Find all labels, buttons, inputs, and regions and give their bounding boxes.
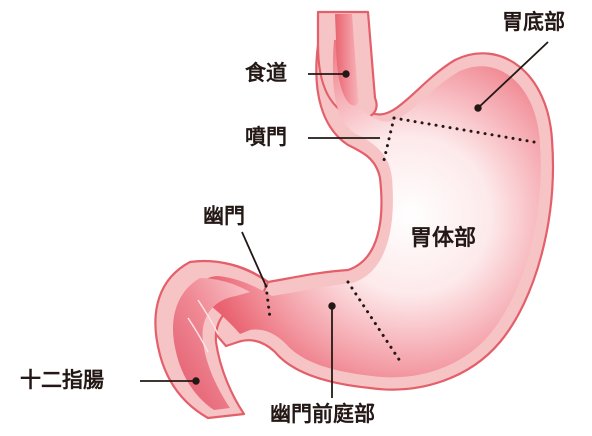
label-pylorus: 幽門 bbox=[203, 206, 245, 227]
label-duodenum: 十二指腸 bbox=[20, 370, 104, 391]
label-body: 胃体部 bbox=[410, 228, 476, 250]
label-antrum: 幽門前庭部 bbox=[270, 404, 375, 425]
label-esophagus: 食道 bbox=[245, 63, 287, 84]
label-cardia: 噴門 bbox=[245, 127, 287, 148]
label-fundus: 胃底部 bbox=[502, 12, 565, 33]
